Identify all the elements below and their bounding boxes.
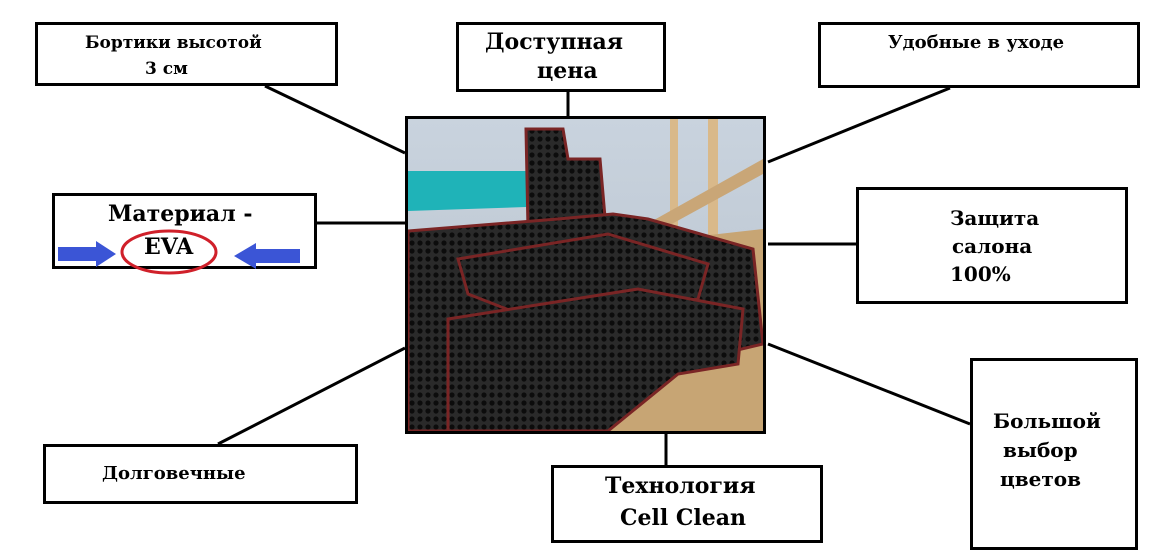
protection-line1: Защита bbox=[950, 206, 1040, 230]
technology-line2: Cell Clean bbox=[620, 505, 746, 531]
connector-bortiki bbox=[264, 84, 406, 155]
connector-durable bbox=[217, 346, 406, 446]
colors-line2: выбор bbox=[1003, 438, 1078, 462]
material-line2: EVA bbox=[144, 234, 194, 260]
car-floor-mats-photo bbox=[405, 116, 766, 434]
connector-colors bbox=[767, 342, 971, 426]
material-line1: Материал - bbox=[108, 201, 253, 227]
price-line1: Доступная bbox=[485, 29, 624, 55]
feature-box-care bbox=[818, 22, 1140, 88]
durable-line1: Долговечные bbox=[102, 463, 246, 484]
bortiki-line1: Бортики высотой bbox=[85, 33, 262, 53]
price-line2: цена bbox=[537, 58, 598, 84]
feature-box-bortiki bbox=[35, 22, 338, 86]
ellipse-highlight bbox=[120, 229, 218, 275]
colors-line1: Большой bbox=[993, 409, 1101, 433]
feature-box-price bbox=[456, 22, 666, 92]
protection-line3: 100% bbox=[950, 262, 1011, 286]
arrow-left-icon bbox=[234, 243, 300, 269]
protection-line2: салона bbox=[952, 234, 1033, 258]
technology-line1: Технология bbox=[605, 473, 756, 499]
feature-box-protection bbox=[856, 187, 1128, 304]
feature-box-technology bbox=[551, 465, 823, 543]
bortiki-line2: 3 см bbox=[145, 59, 188, 79]
colors-line3: цветов bbox=[1000, 467, 1082, 491]
connector-care bbox=[767, 86, 951, 164]
feature-box-colors bbox=[970, 358, 1138, 550]
care-line1: Удобные в уходе bbox=[888, 32, 1065, 53]
feature-box-durable bbox=[43, 444, 358, 504]
arrow-right-icon bbox=[58, 241, 116, 267]
